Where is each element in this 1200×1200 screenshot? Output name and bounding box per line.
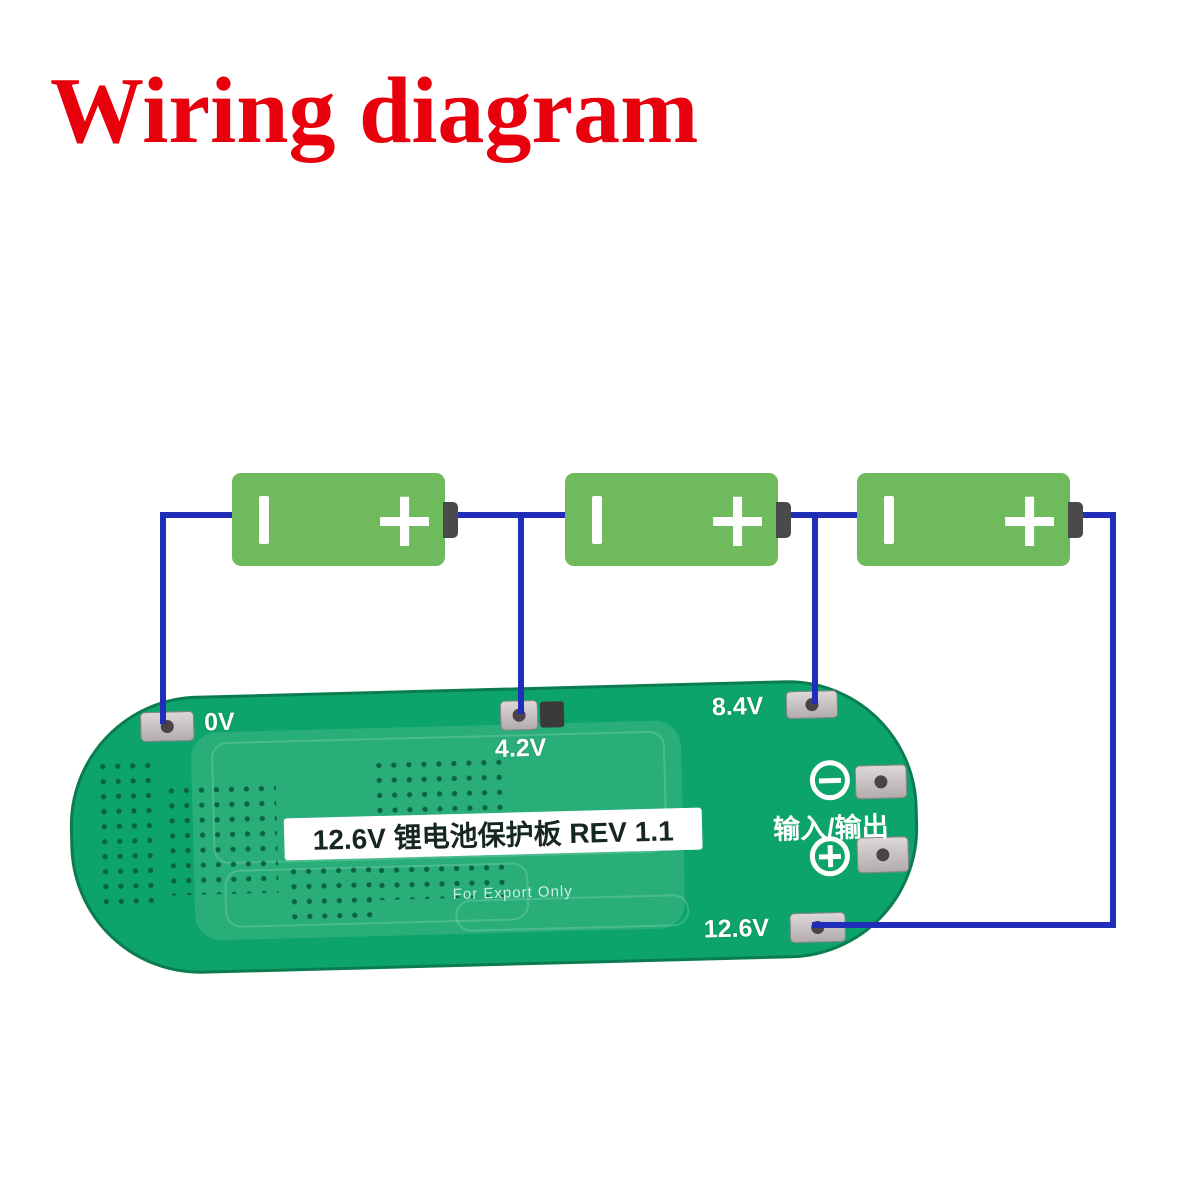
wire-batt1-minus-horizontal — [160, 512, 240, 518]
pad-label-4v2: 4.2V — [494, 733, 547, 763]
io-side-pad-top — [854, 764, 908, 800]
pad-label-0v: 0V — [203, 707, 236, 737]
circle-plus-icon — [809, 835, 851, 877]
battery1-terminal — [443, 501, 458, 538]
wire-batt1-batt2-horizontal — [440, 512, 570, 518]
pcb-dot-grid-2 — [163, 780, 279, 896]
battery-cell-1: + — [232, 473, 458, 566]
bms-protection-board: 0V 4.2V 8.4V 12.6V 12.6V 锂电池保护板 REV 1.1 … — [66, 676, 922, 978]
pcb-dot-grid-1 — [95, 757, 158, 910]
battery2-terminal — [776, 501, 791, 538]
component-chip — [539, 701, 565, 728]
battery2-plus-symbol: + — [704, 474, 771, 565]
battery3-minus-bar-icon — [883, 495, 894, 544]
board-title: 12.6V 锂电池保护板 REV 1.1 — [312, 815, 675, 856]
wire-12v6-horizontal — [812, 922, 1116, 928]
battery-cell-3: + — [857, 473, 1083, 566]
wire-right-vertical — [1110, 512, 1116, 928]
page-title: Wiring diagram — [50, 59, 699, 163]
battery1-minus-bar-icon — [258, 495, 269, 544]
wire-4v2-vertical — [518, 512, 524, 714]
export-text: For Export Only — [452, 882, 573, 904]
battery1-plus-symbol: + — [371, 474, 438, 565]
pad-hole — [876, 848, 890, 862]
circle-minus-icon — [809, 759, 851, 801]
pcb-dot-grid-4 — [285, 862, 380, 927]
wire-8v4-vertical — [812, 512, 818, 704]
pad-label-12v6: 12.6V — [703, 913, 770, 944]
wire-batt2-batt3-horizontal — [772, 512, 864, 518]
minus-bar — [818, 777, 841, 783]
wire-0v-vertical — [160, 512, 166, 724]
battery-cell-2: + — [565, 473, 791, 566]
battery3-terminal — [1068, 501, 1083, 538]
battery3-plus-symbol: + — [996, 474, 1063, 565]
pad-hole — [874, 775, 888, 789]
solder-pad-0v — [139, 710, 195, 743]
wire-batt3-plus-horizontal — [1074, 512, 1116, 518]
pad-label-8v4: 8.4V — [711, 691, 764, 722]
battery2-minus-bar-icon — [591, 495, 602, 544]
plus-vbar — [827, 845, 833, 868]
